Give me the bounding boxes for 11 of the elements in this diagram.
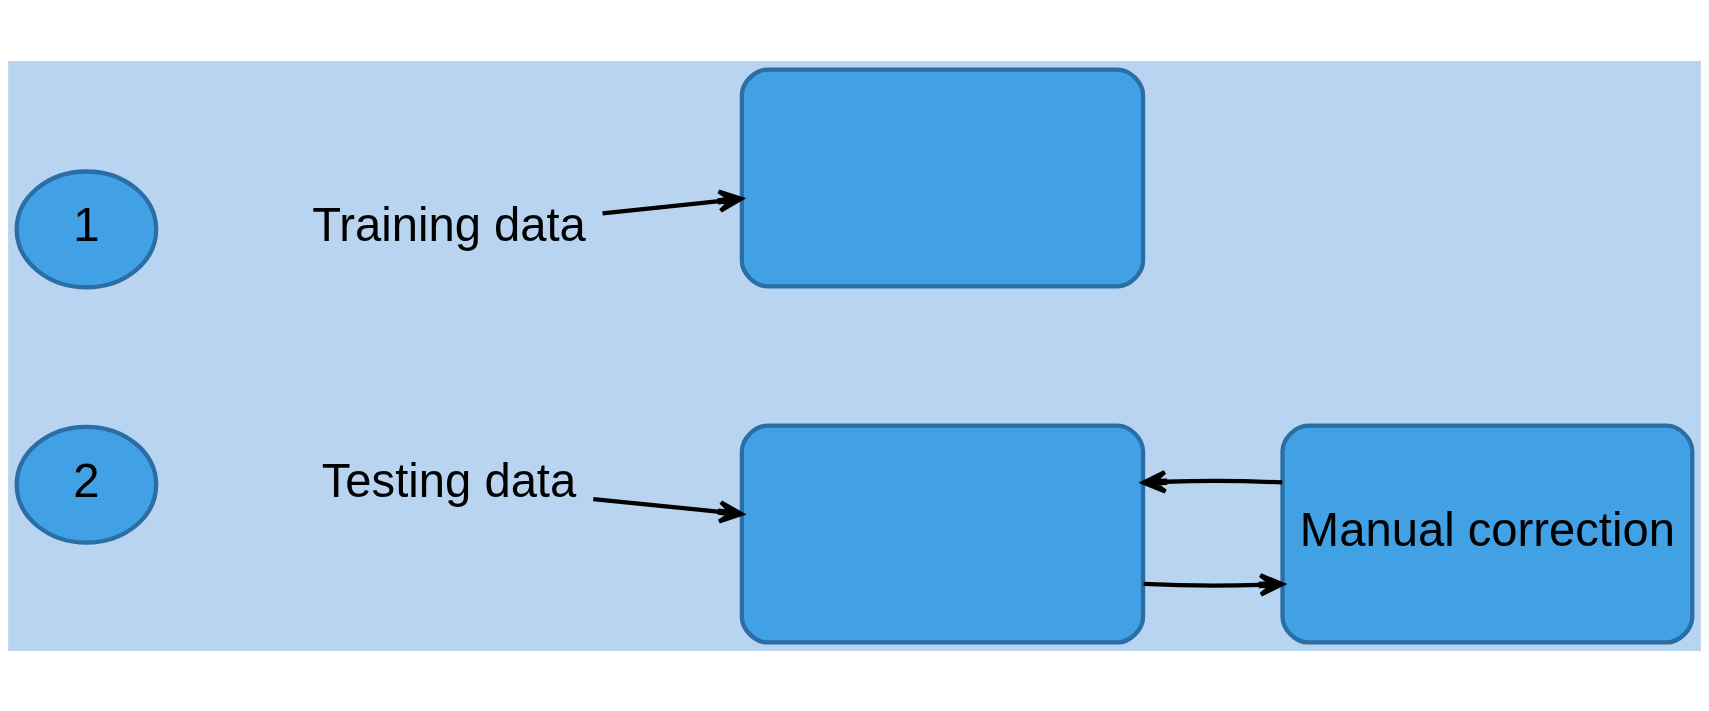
node-ellipse: 1 [14,168,159,289]
node-text: Testing data [321,453,577,507]
arrow [1143,572,1285,597]
node-box [739,423,1146,645]
arrow [1141,469,1283,494]
arrow [593,496,744,524]
node-text: Training data [312,197,586,251]
node-box [739,66,1146,288]
arrow [602,188,744,216]
node-box: Manual correction [1280,423,1695,645]
node-ellipse: 2 [14,424,159,545]
